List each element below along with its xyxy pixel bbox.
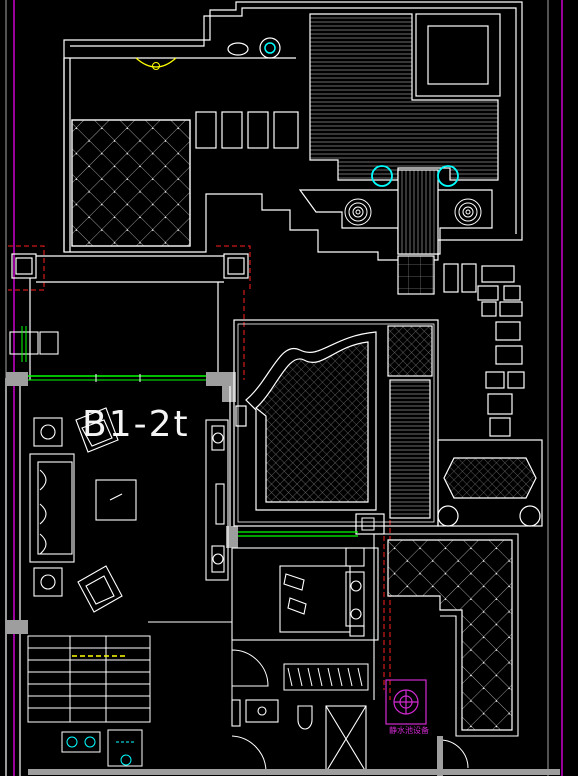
bar-stools (371, 165, 459, 187)
kitchen-fixtures (61, 729, 143, 767)
living-room-walls (5, 372, 238, 776)
paved-court-lower (387, 539, 513, 731)
pool-area (233, 319, 439, 535)
structural-columns (11, 253, 249, 279)
equipment-unit (385, 679, 427, 725)
pool-windows (238, 531, 358, 537)
site-boundary-lines (13, 0, 563, 776)
lamp-fixture (135, 57, 177, 70)
planter-box (415, 13, 501, 97)
water-feature (437, 439, 543, 527)
planter-oval (227, 42, 249, 56)
gas-meter (9, 331, 59, 355)
tv-cabinet (205, 419, 229, 581)
bottom-walls (28, 736, 560, 776)
upper-terrace-outline (63, 1, 523, 261)
door-swings (231, 649, 469, 773)
dashed-reference-lines (8, 245, 391, 700)
paved-court-left (71, 119, 191, 247)
court-edge (373, 533, 519, 737)
bedroom (231, 547, 379, 641)
bathroom (231, 699, 367, 773)
step-tile (397, 255, 435, 295)
deck-walkway (298, 169, 493, 255)
vent-marks (21, 326, 27, 362)
deck-boardwalk (309, 13, 499, 181)
living-furniture (29, 407, 137, 613)
room-tag: B1-2t (82, 404, 190, 445)
beams (29, 255, 224, 380)
stepping-pads-top (195, 111, 299, 149)
wardrobe (283, 663, 369, 691)
spiral-planters (344, 198, 482, 226)
equipment-label: 静水池设备 (389, 725, 429, 735)
fountain-bowl (259, 37, 281, 59)
stepping-stones (443, 263, 525, 437)
stair (27, 621, 233, 723)
